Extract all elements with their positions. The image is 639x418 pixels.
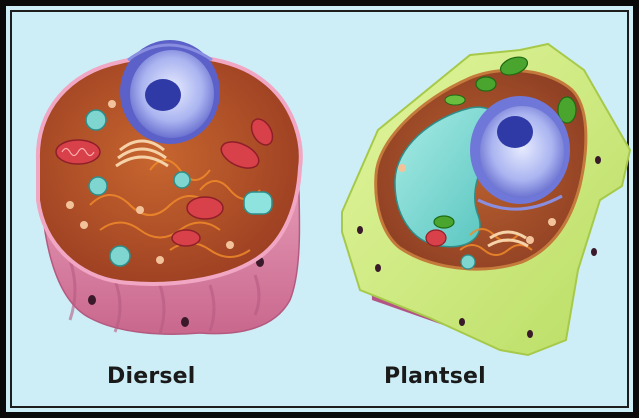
- animal-nucleus: [120, 40, 220, 144]
- animal-cell-label: Diersel: [107, 364, 196, 389]
- plant-cell-illustration: [342, 44, 630, 355]
- animal-cell-illustration: [38, 40, 301, 334]
- plant-cell-label: Plantsel: [384, 364, 486, 389]
